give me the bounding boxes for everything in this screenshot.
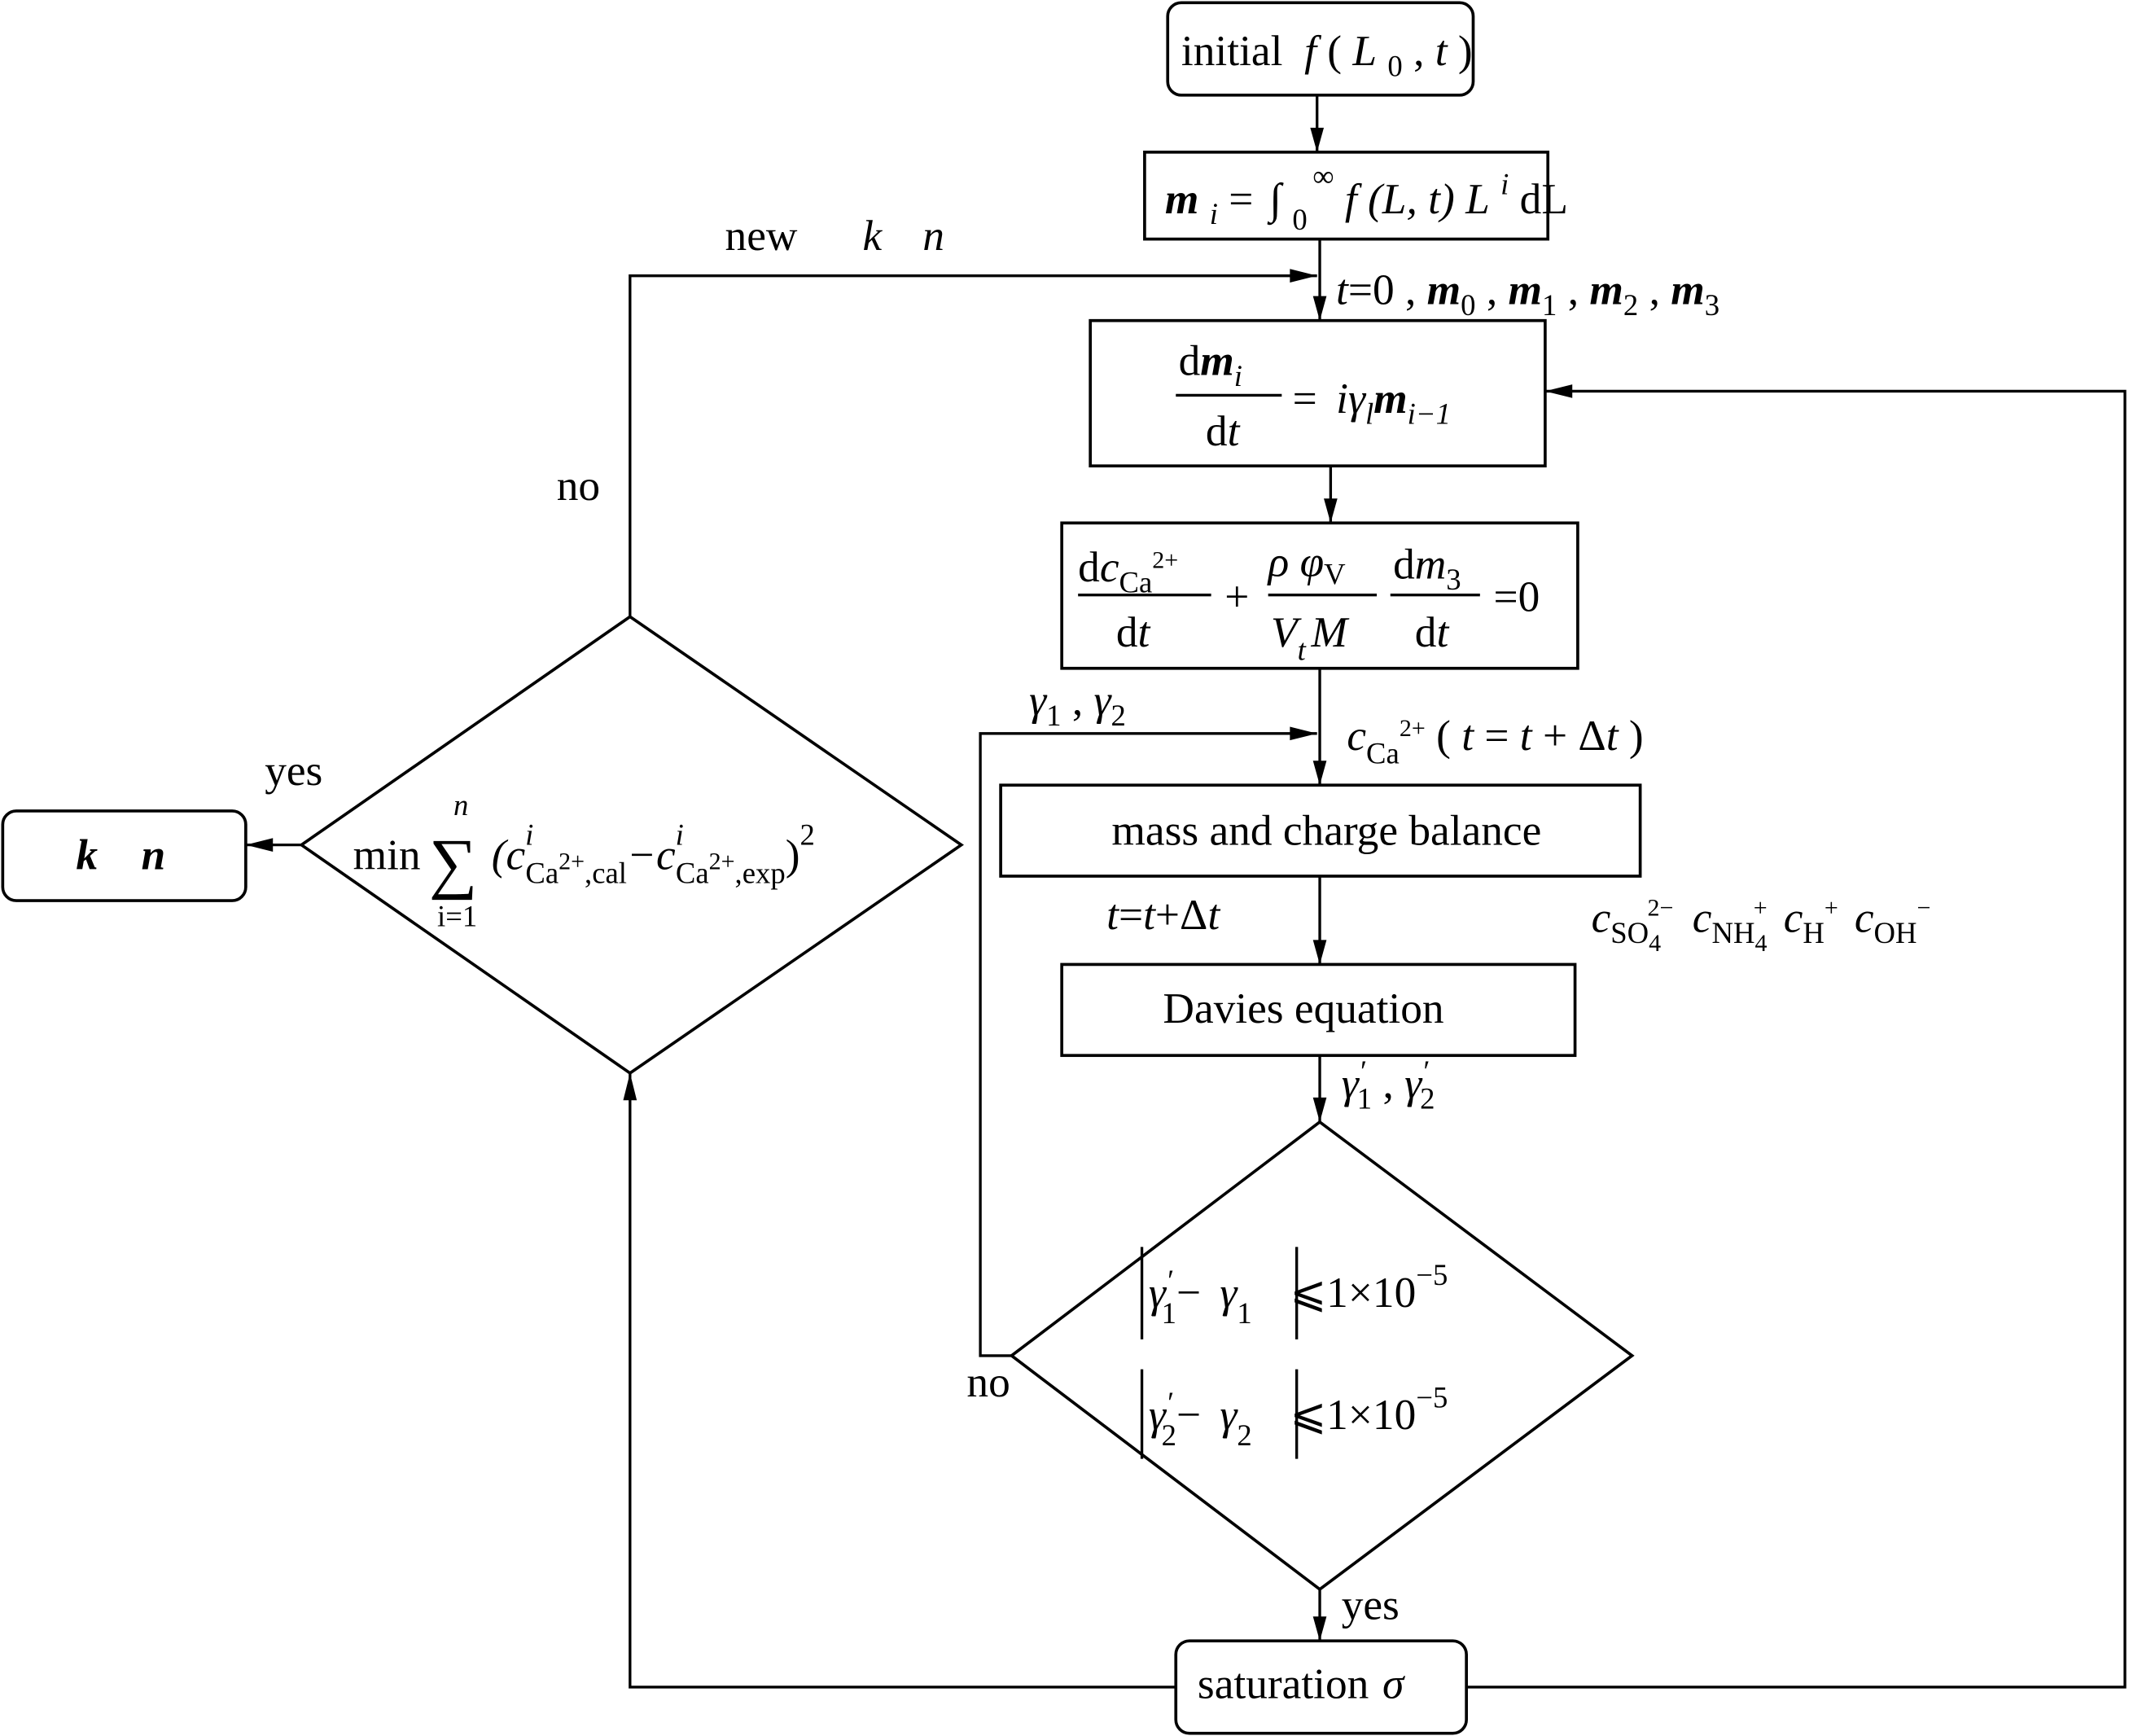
balance-term3-denominator: dt: [1415, 607, 1450, 656]
label-time-step: t=t+Δt: [1106, 890, 1220, 939]
node-mass-charge-balance[interactable]: mass and charge balance: [999, 783, 1642, 878]
balance-term1-numerator: dcCa2+: [1078, 542, 1178, 598]
label-yes-outer: yes: [265, 746, 322, 795]
node-initial-label: initial f ( L 0 , t ): [1181, 26, 1473, 85]
arrowhead-down-icon: [1312, 1097, 1327, 1122]
balance-rhs: =0: [1494, 572, 1540, 621]
arrowhead-down-icon: [1312, 1616, 1327, 1642]
edge-new-kn-feedback: [629, 274, 1317, 617]
label-initial-values: t=0 , m0 , m1 , m2 , m3: [1336, 265, 1719, 322]
arrowhead-right-icon: [1290, 269, 1317, 283]
davies-label: Davies equation: [1163, 984, 1443, 1032]
decision-diamond: [299, 615, 964, 1076]
label-no-inner: no: [966, 1357, 1010, 1406]
label-new-kn: new k n: [725, 211, 944, 260]
arrowhead-right-icon: [1290, 726, 1317, 741]
arrowhead-left-icon: [245, 838, 274, 852]
connectors: [245, 94, 2127, 1689]
node-moments-definition[interactable]: m i = ∫ 0 ∞ f (L, t) L i dL: [1143, 147, 1568, 241]
edge-gamma-feedback: [979, 732, 1317, 1357]
balance-term2-numerator: ρ φV: [1267, 537, 1346, 590]
arrowhead-down-icon: [1312, 761, 1327, 786]
terminal-box: [1174, 1639, 1468, 1735]
convergence-row1: γ′1− γ1 ⩽1×10−5: [1149, 1258, 1448, 1333]
edge-saturation-to-ode: [1466, 389, 2127, 1689]
label-ion-concentrations: cSO42− cNH4+ cH+ cOH−: [1592, 876, 1931, 956]
process-box: [999, 783, 1642, 878]
edge-saturation-to-objective: [629, 1072, 1176, 1689]
convergence-row2: γ′2− γ2 ⩽1×10−5: [1149, 1380, 1448, 1455]
sum-icon: ∑: [429, 826, 477, 901]
arrowhead-down-icon: [1310, 127, 1325, 152]
ode-rhs: = iγlmi−1: [1293, 374, 1451, 430]
balance-term1-denominator: dt: [1116, 607, 1151, 656]
ode-numerator: dmi: [1179, 335, 1242, 392]
arrowhead-left-icon: [1544, 384, 1573, 398]
result-n: n: [141, 831, 165, 879]
decision-diamond: [1009, 1120, 1635, 1592]
label-gammas-prime: γ′1 , γ′2: [1342, 1054, 1435, 1115]
balance-term3-numerator: dm3: [1393, 540, 1461, 596]
result-k: k: [76, 831, 98, 879]
label-yes-inner: yes: [1342, 1580, 1400, 1629]
objective-min: min: [353, 831, 421, 879]
node-moment-ode[interactable]: dmi dt = iγlmi−1: [1089, 318, 1547, 468]
node-result[interactable]: k n: [1, 809, 248, 902]
label-gammas: γ1 , γ2: [1029, 675, 1126, 731]
label-c-ca-step: cCa2+ ( t = t + Δt ): [1347, 711, 1643, 770]
moments-definition-formula: m i = ∫ 0 ∞ f (L, t) L i dL: [1165, 147, 1568, 239]
arrowhead-up-icon: [623, 1072, 637, 1101]
ode-denominator: dt: [1206, 406, 1241, 455]
process-box: [1060, 962, 1577, 1058]
label-no-outer: no: [557, 461, 600, 510]
terminal-box: [1166, 1, 1475, 97]
arrowhead-down-icon: [1324, 498, 1338, 524]
sum-upper-limit: n: [453, 788, 468, 822]
mass-charge-label: mass and charge balance: [1111, 806, 1541, 855]
arrowhead-down-icon: [1312, 940, 1327, 965]
process-box: [1143, 151, 1550, 241]
balance-plus: +: [1224, 572, 1249, 621]
terminal-box: [1, 809, 248, 902]
process-box: [1089, 318, 1547, 468]
sum-lower-limit: i=1: [437, 900, 477, 933]
node-convergence-check[interactable]: γ′1− γ1 ⩽1×10−5 γ′2− γ2 ⩽1×10−5: [1009, 1120, 1635, 1592]
node-davies-equation[interactable]: Davies equation: [1060, 962, 1577, 1058]
arrowhead-down-icon: [1312, 296, 1327, 321]
node-initial[interactable]: initial f ( L 0 , t ): [1166, 1, 1475, 97]
